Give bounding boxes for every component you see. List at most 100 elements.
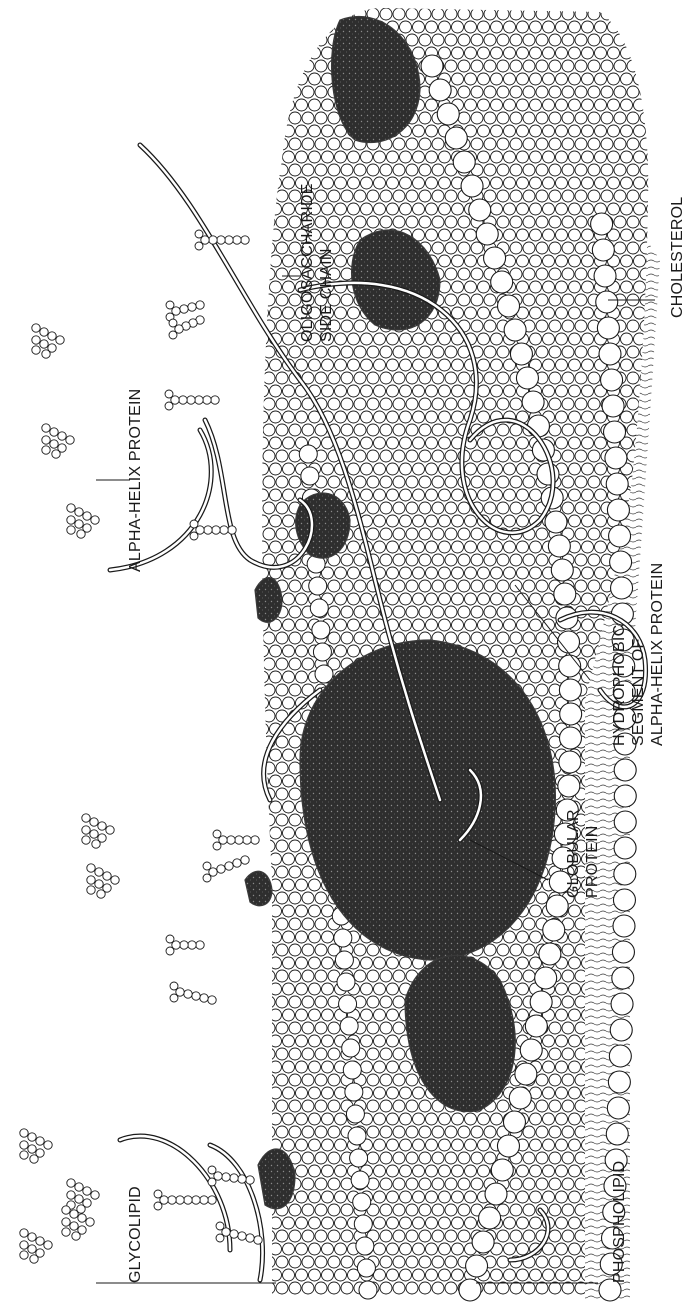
phospholipid-head xyxy=(270,957,282,969)
phospholipid-head xyxy=(647,879,659,891)
phospholipid-head xyxy=(276,892,288,904)
phospholipid-head xyxy=(517,125,529,137)
phospholipid-head xyxy=(575,554,587,566)
phospholipid-head xyxy=(322,1113,334,1125)
phospholipid-head xyxy=(549,710,561,722)
phospholipid-head xyxy=(562,944,574,956)
phospholipid-head xyxy=(283,437,295,449)
phospholipid-head xyxy=(640,1048,652,1060)
phospholipid-head xyxy=(296,125,308,137)
phospholipid-head xyxy=(270,21,282,33)
phospholipid-head xyxy=(302,1074,314,1086)
phospholipid-head xyxy=(478,437,490,449)
phospholipid-head xyxy=(380,216,392,228)
phospholipid-head xyxy=(270,151,282,163)
phospholipid-head xyxy=(432,1126,444,1138)
phospholipid-head xyxy=(322,1269,334,1281)
phospholipid-head xyxy=(497,1282,509,1294)
phospholipid-head xyxy=(627,190,639,202)
phospholipid-head xyxy=(315,112,327,124)
phospholipid-head xyxy=(400,203,412,215)
phospholipid-head xyxy=(530,671,542,683)
inner-head-group xyxy=(594,265,616,287)
phospholipid-head xyxy=(263,86,275,98)
oligosaccharide-bead xyxy=(243,836,251,844)
phospholipid-head xyxy=(484,294,496,306)
phospholipid-head xyxy=(634,879,646,891)
phospholipid-head xyxy=(263,840,275,852)
phospholipid-head xyxy=(270,385,282,397)
phospholipid-head xyxy=(608,21,620,33)
phospholipid-head xyxy=(627,242,639,254)
oligosaccharide-bead xyxy=(176,1196,184,1204)
sugar-branch-cluster xyxy=(42,446,50,454)
phospholipid-head xyxy=(432,1282,444,1294)
sugar-branch-cluster xyxy=(75,1183,83,1191)
phospholipid-head xyxy=(614,112,626,124)
phospholipid-head xyxy=(315,138,327,150)
phospholipid-head xyxy=(400,957,412,969)
phospholipid-head xyxy=(315,1282,327,1294)
phospholipid-head xyxy=(497,476,509,488)
phospholipid-head xyxy=(354,450,366,462)
sugar-branch-cluster xyxy=(78,1214,86,1222)
phospholipid-head xyxy=(653,34,665,46)
phospholipid-head xyxy=(341,242,353,254)
phospholipid-head xyxy=(471,138,483,150)
phospholipid-head xyxy=(432,554,444,566)
phospholipid-head xyxy=(341,190,353,202)
phospholipid-head xyxy=(484,112,496,124)
oligosaccharide-bead xyxy=(179,396,187,404)
phospholipid-head xyxy=(374,1165,386,1177)
phospholipid-head xyxy=(328,398,340,410)
phospholipid-head xyxy=(556,1217,568,1229)
outer-head-group xyxy=(339,995,357,1013)
phospholipid-head xyxy=(653,164,665,176)
oligosaccharide-bead xyxy=(213,842,221,850)
phospholipid-head xyxy=(575,164,587,176)
phospholipid-head xyxy=(556,255,568,267)
phospholipid-head xyxy=(289,866,301,878)
phospholipid-head xyxy=(458,242,470,254)
phospholipid-head xyxy=(270,1009,282,1021)
phospholipid-head xyxy=(523,918,535,930)
phospholipid-head xyxy=(406,580,418,592)
protein-small-d xyxy=(245,871,272,906)
phospholipid-head xyxy=(413,1139,425,1151)
phospholipid-head xyxy=(289,60,301,72)
phospholipid-head xyxy=(549,8,561,20)
phospholipid-head xyxy=(426,385,438,397)
front-head-group xyxy=(437,103,459,125)
phospholipid-head xyxy=(263,164,275,176)
phospholipid-head xyxy=(335,593,347,605)
phospholipid-head xyxy=(517,21,529,33)
phospholipid-head xyxy=(257,957,269,969)
phospholipid-head xyxy=(322,1165,334,1177)
phospholipid-head xyxy=(491,385,503,397)
phospholipid-head xyxy=(653,1100,665,1112)
phospholipid-head xyxy=(361,1061,373,1073)
label-globular-protein: GLOBULAR PROTEIN xyxy=(564,809,602,898)
phospholipid-head xyxy=(387,1139,399,1151)
front-head-group xyxy=(545,511,567,533)
phospholipid-head xyxy=(471,268,483,280)
phospholipid-head xyxy=(257,255,269,267)
phospholipid-head xyxy=(400,1061,412,1073)
phospholipid-head xyxy=(348,307,360,319)
phospholipid-head xyxy=(426,567,438,579)
phospholipid-head xyxy=(569,411,581,423)
phospholipid-head xyxy=(315,1074,327,1086)
phospholipid-head xyxy=(569,1061,581,1073)
phospholipid-head xyxy=(458,1204,470,1216)
label-hydrophobic-line-3: ALPHA-HELIX PROTEIN xyxy=(648,563,667,746)
phospholipid-head xyxy=(413,333,425,345)
phospholipid-head xyxy=(335,177,347,189)
sugar-branch-cluster xyxy=(58,432,66,440)
phospholipid-head xyxy=(575,268,587,280)
phospholipid-head xyxy=(296,957,308,969)
phospholipid-head xyxy=(413,1269,425,1281)
phospholipid-head xyxy=(393,1230,405,1242)
phospholipid-head xyxy=(380,1100,392,1112)
phospholipid-head xyxy=(458,1152,470,1164)
phospholipid-head xyxy=(341,346,353,358)
